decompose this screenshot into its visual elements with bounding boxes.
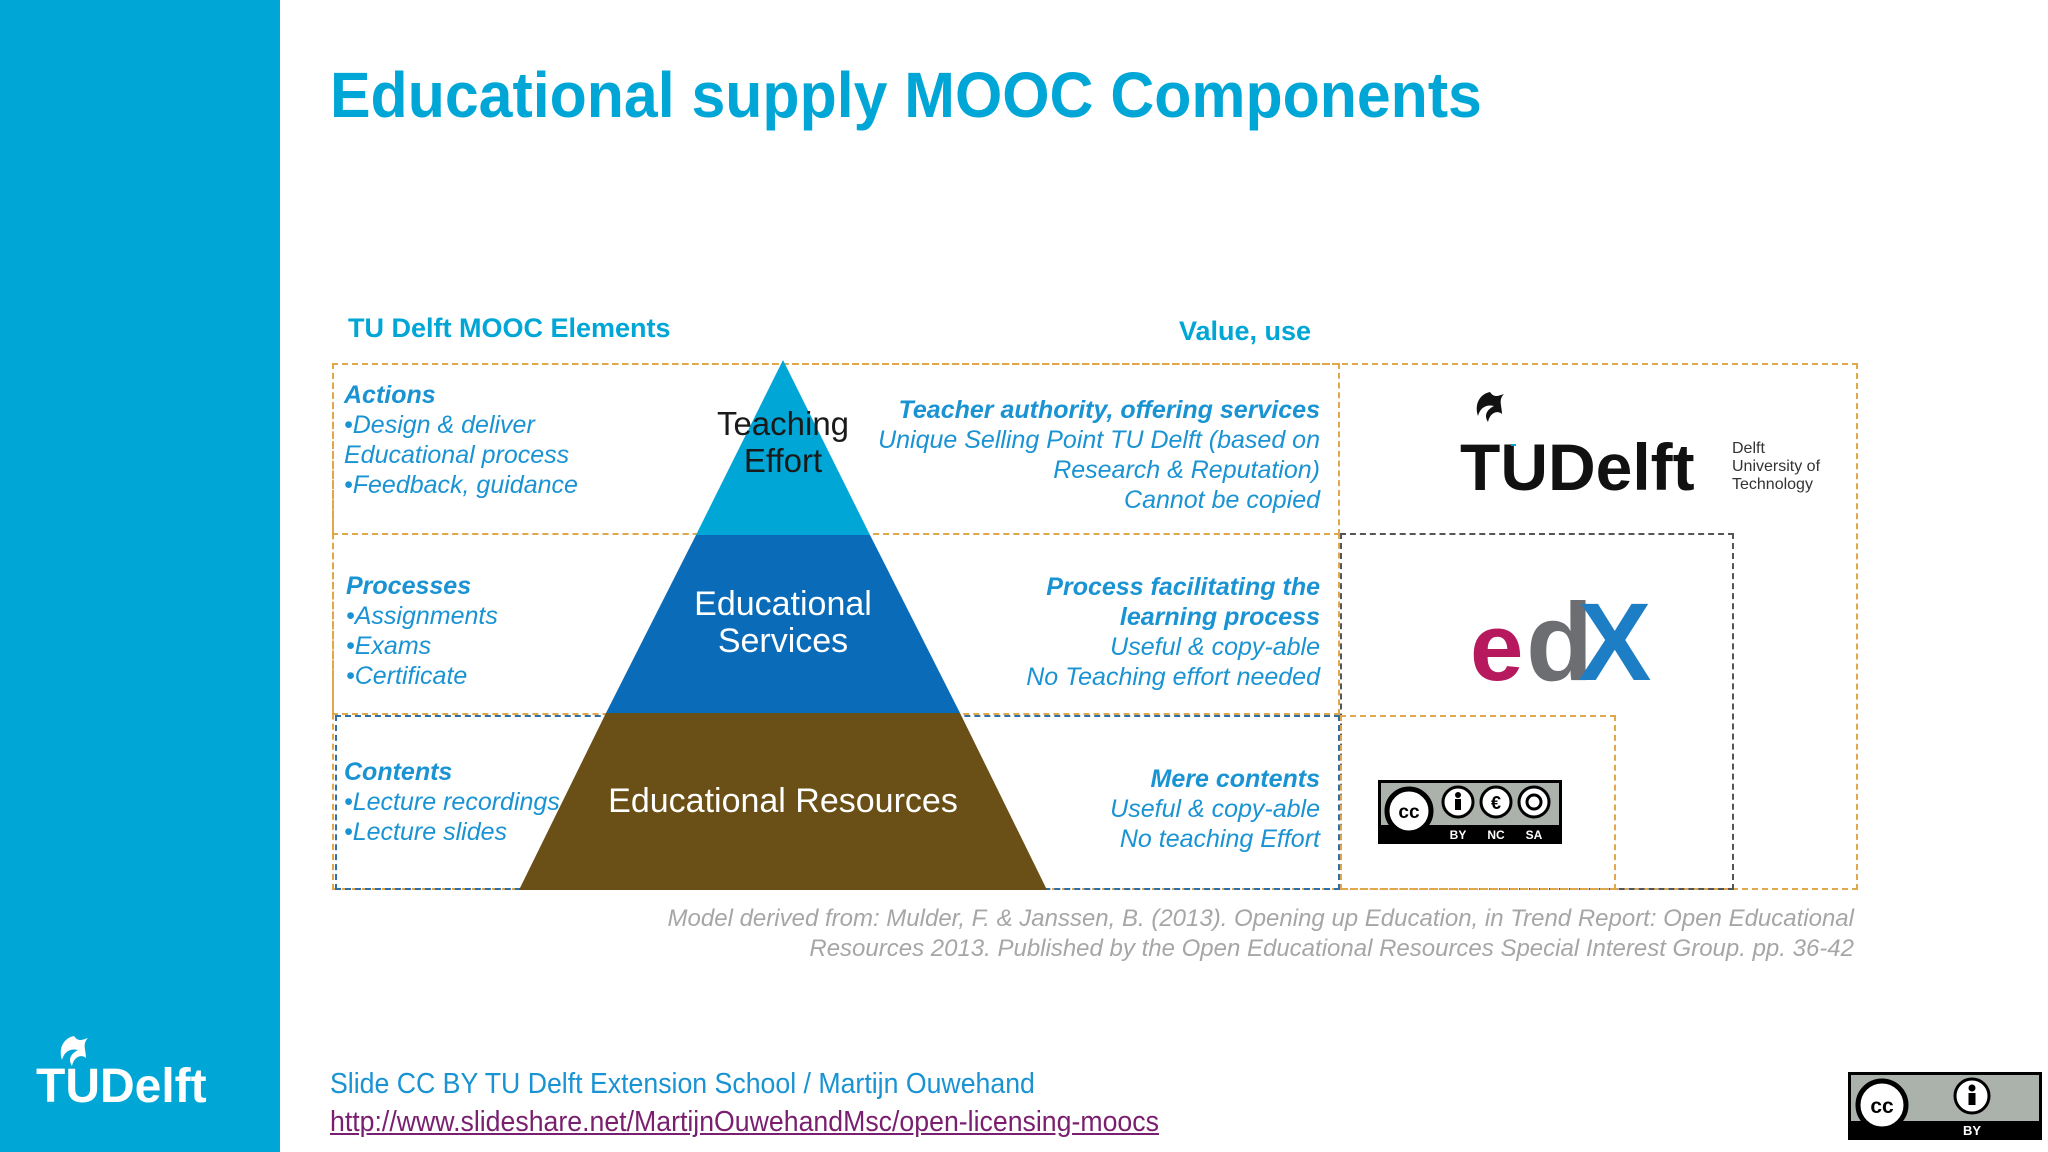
contents-value-line: No teaching Effort: [1119, 825, 1320, 853]
cc-by-nc-sa-icon: cc € BY NC SA: [1378, 780, 1562, 844]
cc-term: BY: [1450, 828, 1467, 842]
teaching-label-line2: Effort: [743, 442, 823, 479]
nc-circle: [1479, 785, 1513, 819]
sa-arrow: [1525, 793, 1543, 811]
right-column-heading: Value, use: [1179, 316, 1312, 346]
by-person-head: [1455, 792, 1461, 798]
contents-heading: Contents: [344, 758, 453, 786]
brand-sidebar: TUDelft: [0, 0, 280, 1152]
left-column-heading: TU Delft MOOC Elements: [348, 313, 671, 343]
actions-value-line: Cannot be copied: [1124, 486, 1320, 514]
cc-term: SA: [1526, 828, 1543, 842]
contents-list: Contents •Lecture recordings •Lecture sl…: [344, 757, 560, 847]
by-person-body: [1455, 799, 1461, 810]
actions-item: •Feedback, guidance: [344, 471, 578, 499]
pyramid: [519, 360, 1047, 890]
cc-corner-term: BY: [1963, 1123, 1981, 1138]
edx-wordmark: e d X: [1470, 588, 1651, 684]
contents-value-line: Useful & copy-able: [1110, 795, 1320, 823]
edx-letter-d: d: [1526, 588, 1593, 684]
tudelft-wordmark: TUDelft: [1460, 430, 1695, 498]
model-citation: Model derived from: Mulder, F. & Janssen…: [668, 904, 1854, 964]
nc-symbol: €: [1491, 793, 1501, 813]
processes-item: •Assignments: [346, 602, 498, 630]
contents-item: •Lecture slides: [344, 818, 508, 846]
processes-list: Processes •Assignments •Exams •Certifica…: [346, 571, 498, 691]
cc-by-icon: cc BY: [1848, 1072, 2042, 1140]
cc-by-person-body: [1968, 1093, 1976, 1105]
actions-heading: Actions: [344, 381, 436, 409]
pyramid-middle-educational-services: [606, 535, 960, 713]
citation-line: Model derived from: Mulder, F. & Janssen…: [667, 905, 1854, 932]
slideshare-link[interactable]: http://www.slideshare.net/MartijnOuwehan…: [330, 1106, 1159, 1138]
actions-item: Educational process: [344, 441, 570, 469]
tudelft-logo: TUDelft Delft University of Technology: [1460, 392, 1821, 498]
tudelft-sub: Delft: [1732, 440, 1765, 457]
processes-value-line: Useful & copy-able: [1110, 633, 1320, 661]
tudelft-sub: University of: [1732, 458, 1821, 475]
processes-value-line: No Teaching effort needed: [1026, 663, 1320, 691]
sidebar-logo-text: TUDelft: [36, 1060, 207, 1110]
actions-list: Actions •Design & deliver Educational pr…: [344, 380, 578, 500]
actions-value-line: Teacher authority, offering services: [898, 396, 1320, 424]
cc-logo-box: [1340, 715, 1616, 890]
cc-by-circle: [1855, 1078, 1909, 1132]
processes-value-text: Process facilitating the learning proces…: [1026, 572, 1320, 692]
edx-letter-x: X: [1578, 588, 1651, 684]
services-label-line2: Services: [717, 622, 849, 660]
actions-value-line: Unique Selling Point TU Delft (based on: [878, 426, 1320, 454]
cc-by-person-head: [1968, 1084, 1976, 1092]
pyramid-top-teaching-effort: [696, 360, 870, 535]
edx-letter-e: e: [1470, 594, 1523, 684]
cc-term: NC: [1487, 828, 1505, 842]
slide-credit: Slide CC BY TU Delft Extension School / …: [330, 1068, 1035, 1100]
pyramid-label-educational-services: Educational Services: [633, 586, 933, 660]
tudelft-flame-icon: [1476, 392, 1504, 422]
services-label-line1: Educational: [694, 585, 872, 623]
actions-value-line: Research & Reputation): [1053, 456, 1320, 484]
pyramid-label-teaching-effort: Teaching Effort: [663, 405, 903, 479]
contents-item: •Lecture recordings: [344, 788, 560, 816]
actions-item: •Design & deliver: [344, 411, 535, 439]
cc-circle: [1384, 786, 1434, 836]
tudelft-sidebar-logo: TUDelft: [36, 1036, 207, 1110]
tudelft-flame-icon: [60, 1036, 88, 1066]
teaching-label-line1: Teaching: [716, 405, 850, 442]
actions-value-text: Teacher authority, offering services Uni…: [878, 395, 1320, 515]
processes-value-line: Process facilitating the: [1046, 573, 1320, 601]
edx-logo: e d X: [1470, 588, 1651, 684]
processes-item: •Certificate: [346, 662, 468, 690]
citation-line: Resources 2013. Published by the Open Ed…: [809, 935, 1854, 962]
cc-by-letters: cc: [1870, 1095, 1894, 1118]
processes-value-line: learning process: [1119, 603, 1320, 631]
tudelft-u-accent: [1511, 444, 1516, 446]
processes-heading: Processes: [346, 572, 472, 600]
slide-title: Educational supply MOOC Components: [330, 59, 1482, 131]
sa-circle: [1517, 785, 1551, 819]
contents-value-text: Mere contents Useful & copy-able No teac…: [1110, 764, 1320, 854]
processes-item: •Exams: [346, 632, 432, 660]
tudelft-sub: Technology: [1732, 476, 1813, 493]
cc-letters: cc: [1398, 802, 1420, 823]
pyramid-label-educational-resources: Educational Resources: [608, 782, 958, 820]
pyramid-bottom-educational-resources: [519, 713, 1047, 890]
contents-value-line: Mere contents: [1150, 765, 1320, 793]
